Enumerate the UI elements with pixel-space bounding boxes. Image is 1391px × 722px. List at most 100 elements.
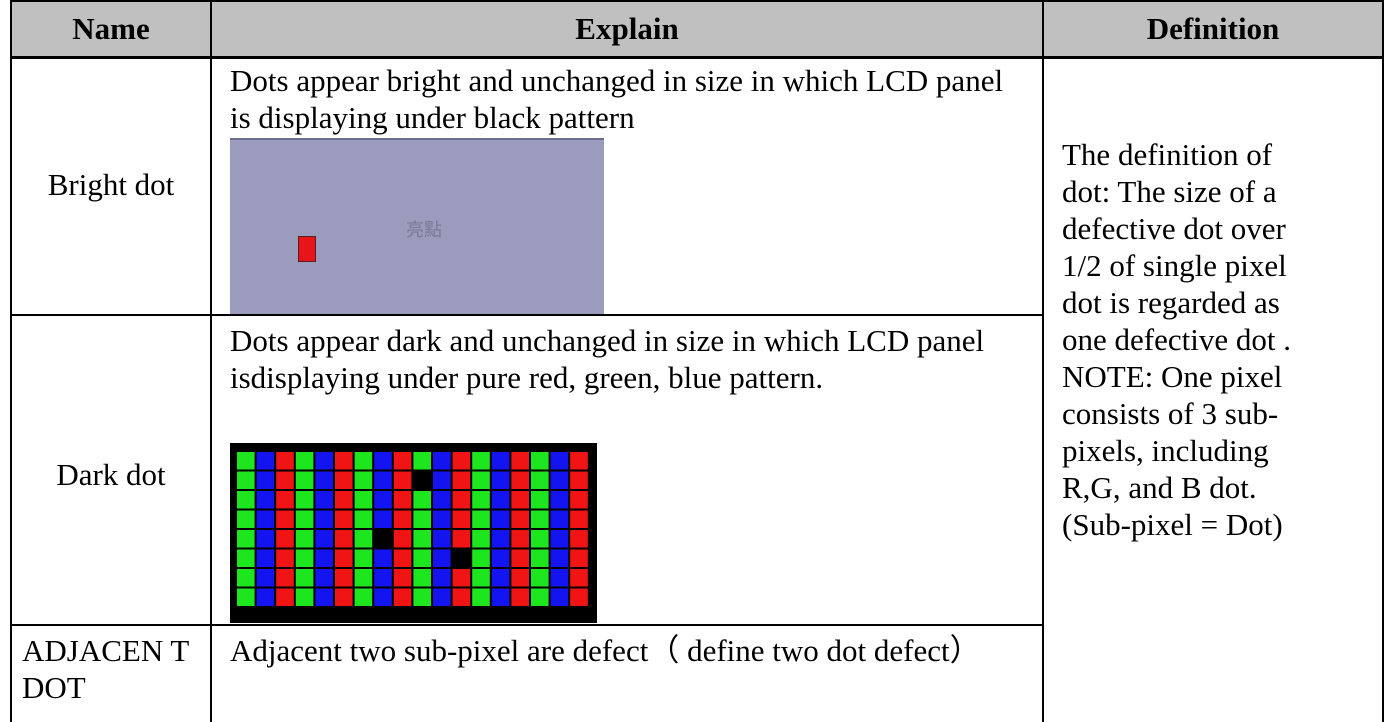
subpixel	[354, 530, 373, 548]
subpixel	[511, 491, 529, 509]
subpixel	[354, 471, 373, 489]
subpixel	[256, 569, 275, 587]
header-definition: Definition	[1044, 0, 1382, 58]
subpixel	[433, 588, 451, 606]
subpixel	[374, 588, 392, 606]
row-bright-name: Bright dot	[47, 167, 175, 202]
subpixel	[433, 549, 451, 567]
subpixel	[550, 530, 569, 548]
subpixel	[374, 549, 392, 567]
subpixel	[237, 569, 255, 587]
subpixel	[237, 452, 255, 470]
subpixel	[276, 491, 294, 509]
subpixel	[295, 510, 314, 528]
subpixel-grid	[237, 452, 588, 606]
subpixel	[276, 452, 294, 470]
subpixel	[276, 471, 294, 489]
dark-subpixel	[413, 471, 431, 489]
subpixel	[393, 588, 412, 606]
subpixel	[511, 569, 529, 587]
subpixel	[237, 491, 255, 509]
subpixel	[433, 569, 451, 587]
subpixel	[472, 491, 490, 509]
subpixel	[354, 588, 373, 606]
subpixel	[550, 491, 569, 509]
row-dark-name: Dark dot	[56, 457, 166, 492]
subpixel	[374, 569, 392, 587]
subpixel	[433, 471, 451, 489]
subpixel	[276, 530, 294, 548]
subpixel	[413, 452, 431, 470]
subpixel	[295, 491, 314, 509]
dark-dot-illustration	[230, 443, 597, 623]
table-top-border	[10, 0, 1384, 2]
subpixel	[374, 471, 392, 489]
subpixel	[393, 491, 412, 509]
subpixel	[354, 569, 373, 587]
subpixel	[472, 569, 490, 587]
subpixel	[413, 549, 431, 567]
subpixel	[570, 452, 588, 470]
subpixel	[472, 510, 490, 528]
subpixel	[511, 530, 529, 548]
subpixel	[413, 569, 431, 587]
subpixel	[393, 530, 412, 548]
row2-bottom-border	[10, 624, 1044, 626]
subpixel	[452, 510, 471, 528]
subpixel	[550, 549, 569, 567]
subpixel	[315, 510, 333, 528]
subpixel	[491, 569, 510, 587]
subpixel	[511, 549, 529, 567]
subpixel	[256, 471, 275, 489]
subpixel	[413, 510, 431, 528]
subpixel	[315, 530, 333, 548]
subpixel	[511, 510, 529, 528]
row1-bottom-border	[10, 314, 1044, 316]
subpixel	[237, 530, 255, 548]
subpixel	[452, 588, 471, 606]
right-border	[1382, 0, 1384, 722]
subpixel	[335, 549, 353, 567]
subpixel	[335, 569, 353, 587]
subpixel	[511, 588, 529, 606]
subpixel	[256, 510, 275, 528]
subpixel	[276, 569, 294, 587]
subpixel	[452, 452, 471, 470]
subpixel	[256, 549, 275, 567]
subpixel	[335, 588, 353, 606]
bright-dot-illustration: 亮點	[230, 138, 604, 316]
subpixel	[491, 452, 510, 470]
subpixel	[491, 549, 510, 567]
subpixel	[237, 471, 255, 489]
subpixel	[276, 549, 294, 567]
header-explain: Explain	[212, 0, 1042, 58]
subpixel	[335, 510, 353, 528]
subpixel	[531, 510, 549, 528]
subpixel	[237, 588, 255, 606]
subpixel	[491, 491, 510, 509]
subpixel	[531, 588, 549, 606]
subpixel	[295, 549, 314, 567]
subpixel	[256, 452, 275, 470]
subpixel	[374, 452, 392, 470]
subpixel	[237, 510, 255, 528]
left-border	[10, 0, 12, 722]
subpixel	[531, 549, 549, 567]
subpixel	[413, 491, 431, 509]
subpixel	[354, 549, 373, 567]
row-bright-explain: Dots appear bright and unchanged in size…	[230, 63, 1004, 135]
subpixel	[393, 452, 412, 470]
subpixel	[491, 471, 510, 489]
subpixel	[570, 510, 588, 528]
subpixel	[354, 491, 373, 509]
subpixel	[452, 569, 471, 587]
subpixel	[452, 530, 471, 548]
subpixel	[531, 530, 549, 548]
subpixel	[237, 549, 255, 567]
subpixel	[491, 588, 510, 606]
subpixel	[276, 588, 294, 606]
row-adjacent-explain: Adjacent two sub-pixel are defect（ defin…	[230, 633, 981, 668]
subpixel	[393, 471, 412, 489]
subpixel	[315, 452, 333, 470]
subpixel	[256, 530, 275, 548]
